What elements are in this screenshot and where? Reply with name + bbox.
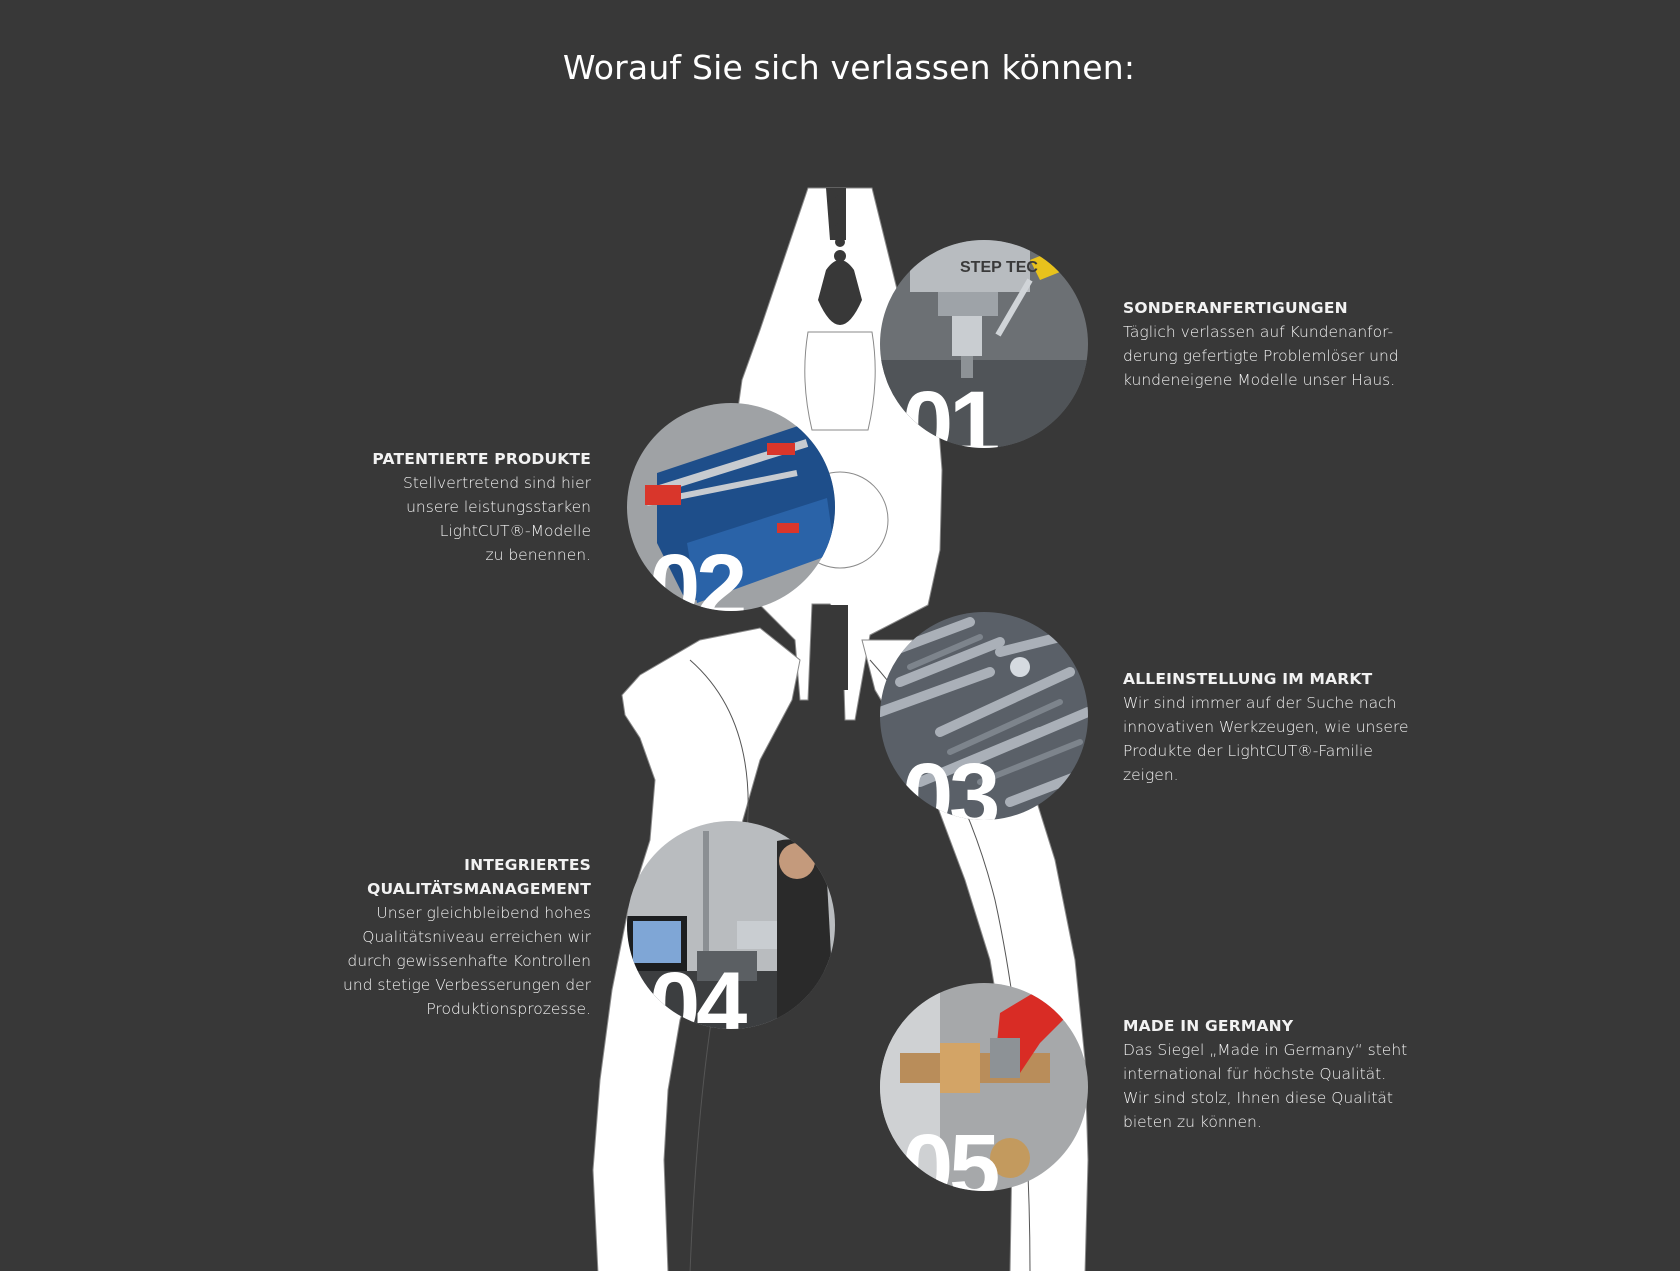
feature-title-01: SONDERANFERTIGUNGEN — [1123, 299, 1348, 317]
feature-image-01: STEP TEC 01 — [880, 240, 1088, 448]
feature-number-01: 01 — [902, 373, 1000, 448]
feature-text-03: Wir sind immer auf der Suche nach innova… — [1123, 694, 1409, 784]
feature-title-04: INTEGRIERTES QUALITÄTSMANAGEMENT — [367, 856, 591, 898]
feature-image-05: 05 — [880, 983, 1088, 1191]
bottom-divider — [0, 1271, 1680, 1273]
feature-text-05: Das Siegel „Made in Germany“ steht inter… — [1123, 1041, 1408, 1131]
feature-03: ALLEINSTELLUNG IM MARKT Wir sind immer a… — [1123, 667, 1423, 787]
feature-image-03: 03 — [880, 612, 1088, 820]
feature-image-04: 04 — [627, 821, 835, 1029]
feature-text-04: Unser gleichbleibend hohes Qualitätsnive… — [343, 904, 591, 1018]
feature-number-04: 04 — [649, 954, 747, 1029]
feature-title-03: ALLEINSTELLUNG IM MARKT — [1123, 670, 1373, 688]
page-title: Worauf Sie sich verlassen können: — [562, 48, 1136, 87]
feature-02: PATENTIERTE PRODUKTE Stellvertretend sin… — [330, 447, 591, 567]
feature-01: SONDERANFERTIGUNGEN Täglich verlassen au… — [1123, 296, 1423, 392]
step-tec-label: STEP TEC — [960, 259, 1038, 276]
feature-title-02: PATENTIERTE PRODUKTE — [372, 450, 591, 468]
feature-number-03: 03 — [902, 745, 1000, 820]
feature-text-02: Stellvertretend sind hier unsere leistun… — [402, 474, 591, 564]
feature-number-05: 05 — [902, 1116, 1000, 1191]
feature-text-01: Täglich verlassen auf Kundenanfor- derun… — [1123, 323, 1399, 389]
feature-05: MADE IN GERMANY Das Siegel „Made in Germ… — [1123, 1014, 1423, 1134]
feature-04: INTEGRIERTES QUALITÄTSMANAGEMENT Unser g… — [291, 853, 591, 1021]
feature-title-05: MADE IN GERMANY — [1123, 1017, 1294, 1035]
feature-number-02: 02 — [649, 536, 747, 611]
feature-image-02: 02 — [627, 403, 835, 611]
